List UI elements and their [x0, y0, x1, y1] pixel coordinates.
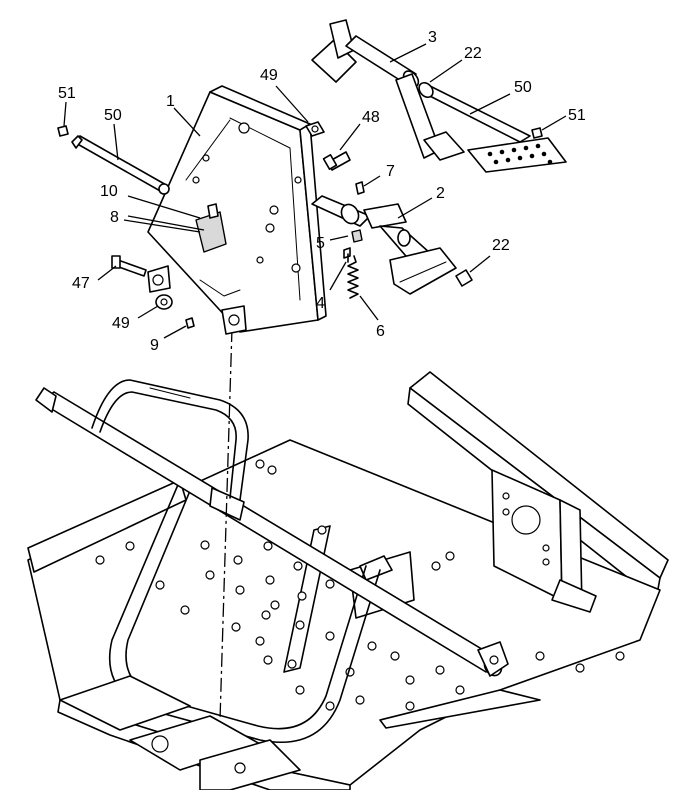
bolt-22-right: [455, 269, 473, 287]
callout-labels: 51 50 1 49 3 22 50 51 48 7 2 10 8 5 22 4…: [58, 29, 586, 354]
tread-dots: [487, 143, 553, 165]
callout-22-top: 22: [464, 45, 482, 62]
nut-49-lower: [155, 294, 173, 310]
alignment-centerline: [219, 327, 233, 721]
rod-50-left: [71, 135, 170, 195]
callout-50-left: 50: [104, 107, 122, 124]
callout-1: 1: [166, 93, 175, 110]
callout-49-lower: 49: [112, 315, 130, 332]
callout-22-right: 22: [492, 237, 510, 254]
callout-7: 7: [386, 163, 395, 180]
callout-48: 48: [362, 109, 380, 126]
pivot-shaft-and-handle: [35, 379, 509, 677]
pedal-arm-3: [311, 19, 567, 173]
callout-5: 5: [316, 235, 325, 252]
bolt-47: [111, 255, 147, 277]
pedal-lever-2: [311, 195, 457, 295]
pin-7: [355, 181, 365, 195]
bolt-48: [322, 151, 351, 171]
callout-2: 2: [436, 185, 445, 202]
callout-10: 10: [100, 183, 118, 200]
nut-51-left: [57, 125, 69, 137]
floor-holes: [95, 459, 625, 711]
bracket-weldment: [147, 85, 327, 335]
callout-9: 9: [150, 337, 159, 354]
leader-lines: [63, 43, 567, 339]
callout-8: 8: [110, 209, 119, 226]
nut-49-top: [305, 121, 325, 137]
callout-51-right: 51: [568, 107, 586, 124]
pin-4: [343, 247, 351, 263]
callout-47: 47: [72, 275, 90, 292]
screw-9: [185, 317, 195, 329]
callout-49-top: 49: [260, 67, 278, 84]
callout-50-right: 50: [514, 79, 532, 96]
nut-51-right: [531, 127, 543, 139]
clip-5: [351, 229, 363, 243]
callout-6: 6: [376, 323, 385, 340]
spring-6: [347, 255, 359, 299]
callout-4: 4: [316, 295, 325, 312]
callout-3: 3: [428, 29, 437, 46]
callout-51-left: 51: [58, 85, 76, 102]
